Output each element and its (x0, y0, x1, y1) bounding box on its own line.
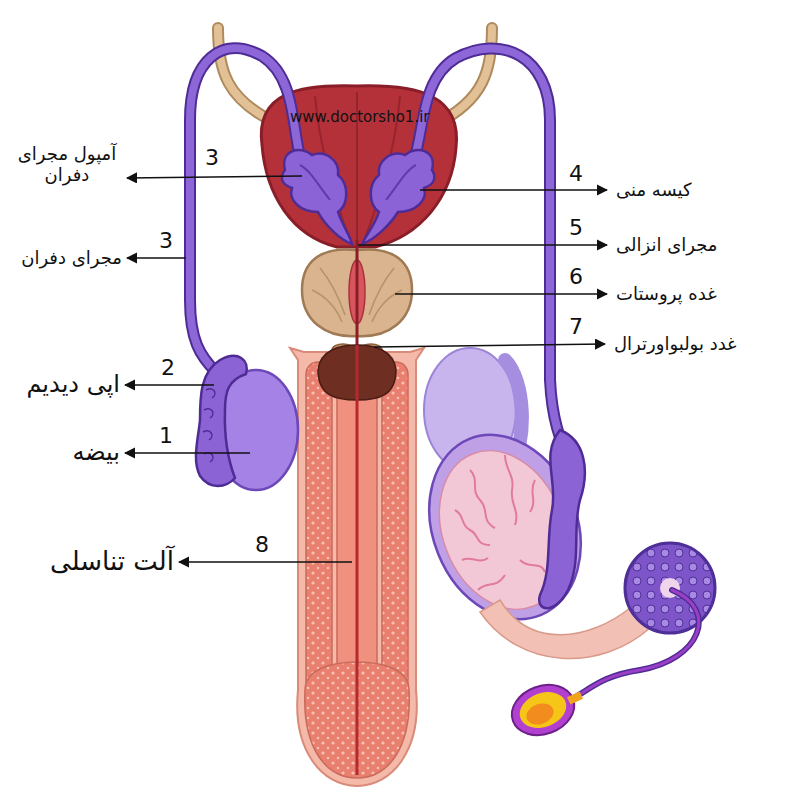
part-label: اپی دیدیم (26, 371, 120, 399)
penis (290, 345, 424, 786)
part-label: غده پروستات (616, 284, 717, 305)
callout-number: 5 (569, 215, 583, 240)
callout-number: 7 (569, 314, 583, 339)
leader-arrow (125, 176, 607, 562)
tubule (480, 543, 715, 659)
seminal-vesicle (282, 150, 435, 244)
part-label: کیسه منی (616, 180, 692, 201)
part-label: مجرای دفران (21, 248, 122, 269)
part-label: مجرای انزالی (616, 235, 717, 256)
testis (196, 356, 298, 490)
part-label: آمپول مجرای دفران (12, 144, 122, 185)
callout-number: 8 (255, 532, 269, 557)
urethra (356, 240, 359, 345)
part-label: غدد بولبواورترال (614, 334, 737, 355)
callout-number: 3 (205, 145, 219, 170)
callout-number: 4 (569, 161, 583, 186)
callout-number: 2 (161, 355, 175, 380)
callout-number: 6 (569, 264, 583, 289)
bladder (261, 86, 456, 247)
part-label: آلت تناسلی (50, 547, 174, 577)
part-label: بیضه (72, 439, 120, 467)
sperm (505, 590, 699, 743)
callout-number: 3 (159, 228, 173, 253)
callout-number: 1 (159, 423, 173, 448)
watermark: www.doctorsho1.ir (290, 109, 430, 126)
